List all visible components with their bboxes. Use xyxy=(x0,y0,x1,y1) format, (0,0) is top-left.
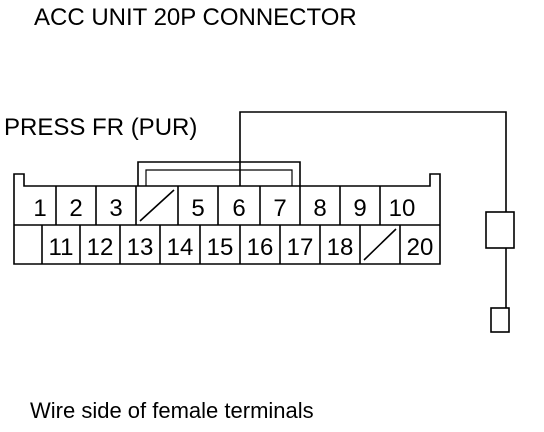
pin-11: 11 xyxy=(49,234,74,261)
pin-10: 10 xyxy=(389,195,416,222)
footer-caption: Wire side of female terminals xyxy=(30,398,314,423)
diagram-title: ACC UNIT 20P CONNECTOR xyxy=(34,4,357,31)
wire-label-press-fr: PRESS FR (PUR) xyxy=(4,114,198,141)
pin-18: 18 xyxy=(327,234,354,261)
connector-housing xyxy=(13,173,441,265)
sensor-box-lower xyxy=(490,307,510,333)
pin-8: 8 xyxy=(313,195,326,222)
pin-3: 3 xyxy=(109,195,122,222)
pin-13: 13 xyxy=(127,234,154,261)
pin-2: 2 xyxy=(69,195,82,222)
pin-1: 1 xyxy=(33,195,46,222)
pin-15: 15 xyxy=(207,234,234,261)
pin-5: 5 xyxy=(191,195,204,222)
sensor-box-upper xyxy=(485,211,515,249)
wire-pin6 xyxy=(239,111,507,212)
pin-7: 7 xyxy=(273,195,286,222)
unused-pin-slash xyxy=(363,228,397,261)
pin-12: 12 xyxy=(87,234,114,261)
pin-9: 9 xyxy=(353,195,366,222)
pin-16: 16 xyxy=(247,234,274,261)
connector-latch xyxy=(137,161,301,186)
unused-pin-slash xyxy=(139,189,175,222)
pin-6: 6 xyxy=(232,195,245,222)
pin-17: 17 xyxy=(287,234,314,261)
pin-14: 14 xyxy=(167,234,194,261)
pin-20: 20 xyxy=(407,234,434,261)
